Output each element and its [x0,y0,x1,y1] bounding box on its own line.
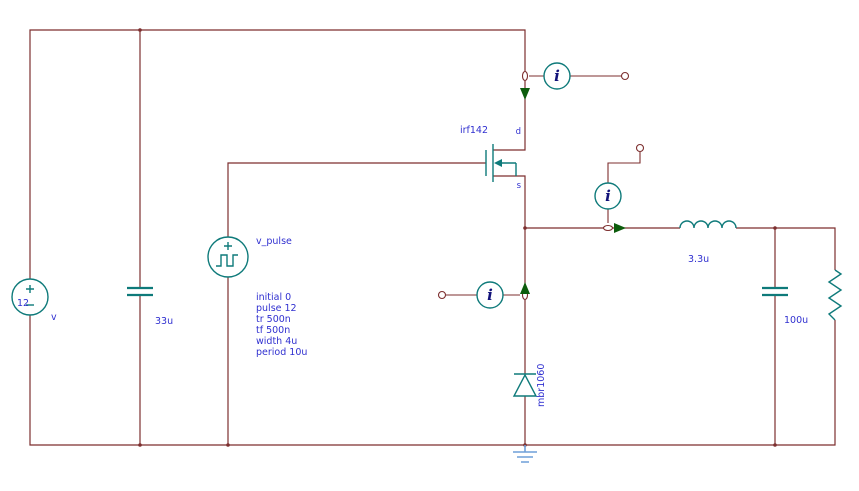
dc-source-name: v [51,312,57,323]
resistor-zigzag [827,269,843,321]
diode-triangle [512,373,538,397]
current-direction-arrow-right-icon [614,223,626,233]
freewheel-diode[interactable]: mbr1060 [512,364,547,407]
probe-terminal [620,71,630,81]
mosfet-source-pin-label: s [517,181,522,191]
plus-icon [224,242,232,250]
input-capacitor[interactable]: 33u [127,286,173,327]
ammeter-icon [476,281,504,309]
pulse-param: width 4u [256,336,297,347]
ammeter-icon [594,182,622,210]
ammeter-icon [543,62,571,90]
wire-gate-net[interactable] [227,162,486,237]
dc-voltage-source[interactable]: 12 v [11,278,57,323]
mosfet-drain-pin-label: d [516,127,521,137]
wire-ground-rail[interactable] [29,277,836,446]
probe-letter: i [554,67,560,85]
diode-name: mbr1060 [536,364,547,407]
mosfet[interactable]: irf142 d s [460,125,522,191]
junction-dot [773,226,777,230]
mosfet-name: irf142 [460,125,488,136]
junction-dot [138,28,142,32]
ground-symbol[interactable] [513,445,537,463]
mosfet-arrow-icon [494,159,502,167]
inductor-value: 3.3u [688,254,709,265]
ground-bars [513,451,537,463]
current-probe-top[interactable]: i [520,62,630,100]
current-probe-diode[interactable]: i [437,281,531,309]
probe-letter: i [487,286,493,304]
pulse-voltage-source[interactable]: v_pulse initial 0 pulse 12 tr 500n tf 50… [207,236,307,358]
mosfet-bulk-lead [500,162,517,176]
junction-dot [226,443,230,447]
wires[interactable] [29,28,836,447]
pulse-param: tf 500n [256,325,290,336]
current-probe-middle[interactable]: i [594,143,645,234]
dc-source-value: 12 [17,298,29,309]
load-resistor[interactable] [827,269,843,321]
current-direction-arrow-up-icon [520,282,530,294]
wire-switch-node[interactable] [493,175,836,374]
pulse-param: pulse 12 [256,303,297,314]
junction-dot [773,443,777,447]
inductor[interactable]: 3.3u [679,220,737,265]
inductor-coils [679,220,737,229]
current-direction-arrow-down-icon [520,88,530,100]
square-wave-icon [216,254,238,267]
wire-input-rail[interactable] [29,29,526,279]
plus-icon [26,285,34,293]
probe-tap [521,70,529,82]
probe-lead [607,152,641,223]
probe-terminal [635,143,645,153]
pulse-source-body [207,236,249,278]
pulse-param: period 10u [256,347,307,358]
output-capacitor-value: 100u [784,315,808,326]
input-capacitor-value: 33u [155,316,173,327]
pulse-source-name: v_pulse [256,236,292,247]
probe-letter: i [605,187,611,205]
junction-dot [523,226,527,230]
output-capacitor[interactable]: 100u [762,286,808,326]
probe-terminal [437,290,447,300]
pulse-param: initial 0 [256,292,291,303]
probe-tap [602,224,614,232]
pulse-param: tr 500n [256,314,291,325]
junction-dot [138,443,142,447]
dc-source-body [11,278,49,316]
